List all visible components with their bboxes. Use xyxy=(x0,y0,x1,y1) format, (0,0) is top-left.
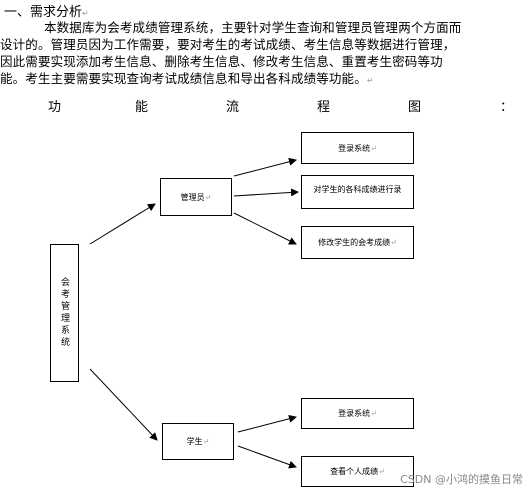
paragraph-line-4-text: 能。考生主要需要实现查询考试成绩信息和导出各科成绩等功能。 xyxy=(0,71,367,86)
paragraph-mark: ↵ xyxy=(370,143,377,153)
node-admin-modify-label: 修改学生的会考成绩 xyxy=(318,238,391,247)
node-admin-record: 对学生的各科成绩进行录 xyxy=(301,175,414,209)
flow-chart-title: 功 能 流 程 图 ： xyxy=(0,96,529,115)
paragraph-mark: ↵ xyxy=(82,9,89,18)
arrow-system-to-student xyxy=(89,368,158,441)
node-admin-login-label: 登录系统 xyxy=(338,143,371,153)
paragraph-mark: ↵ xyxy=(202,437,210,446)
node-student-login: 登录系统↵ xyxy=(301,398,414,429)
node-admin-record-label: 对学生的各科成绩进行录 xyxy=(313,185,402,194)
node-system: 会考管理系统 xyxy=(50,244,79,382)
arrow-admin-to-modify xyxy=(233,212,297,245)
arrow-student-to-view xyxy=(237,445,297,469)
arrow-admin-to-record xyxy=(233,188,299,197)
node-student-login-label: 登录系统 xyxy=(338,409,371,418)
node-admin: 管理员↵ xyxy=(160,178,232,216)
node-admin-modify: 修改学生的会考成绩↵ xyxy=(301,226,414,259)
flow-title-char-1: 功 xyxy=(48,100,62,115)
arrow-admin-to-login xyxy=(233,157,297,177)
watermark: CSDN @小鸿的摸鱼日常 xyxy=(400,473,523,486)
section-heading-text: 一、需求分析 xyxy=(4,5,83,20)
node-student-view: 查看个人成绩↵ xyxy=(301,456,414,487)
paragraph-mark: ↵ xyxy=(366,76,374,85)
node-system-label: 会考管理系统 xyxy=(59,277,69,349)
node-admin-login: 登录系统↵ xyxy=(301,132,414,164)
paragraph-line-2: 设计的。管理员因为工作需要，要对考生的考试成绩、考生信息等数据进行管理， xyxy=(0,37,456,52)
node-student: 学生↵ xyxy=(162,423,234,460)
requirements-paragraph: 本数据库为会考成绩管理系统，主要针对学生查询和管理员管理两个方面而 设计的。管理… xyxy=(0,19,517,89)
node-student-view-label: 查看个人成绩 xyxy=(330,467,379,476)
node-student-label: 学生 xyxy=(186,437,203,446)
arrow-system-to-admin xyxy=(89,203,156,245)
flow-title-char-6: ： xyxy=(500,100,514,115)
flow-title-char-3: 流 xyxy=(226,100,240,115)
node-admin-label: 管理员 xyxy=(180,192,205,202)
paragraph-line-3: 因此需要实现添加考生信息、删除考生信息、修改考生信息、重置考生密码等功 xyxy=(0,54,443,69)
paragraph-mark: ↵ xyxy=(204,192,212,202)
arrow-student-to-login xyxy=(237,414,297,433)
paragraph-line-1: 本数据库为会考成绩管理系统，主要针对学生查询和管理员管理两个方面而 xyxy=(44,20,462,35)
flow-title-char-2: 能 xyxy=(135,100,149,115)
flow-title-char-4: 程 xyxy=(317,100,331,115)
flow-title-char-5: 图 xyxy=(408,100,422,115)
paragraph-mark: ↵ xyxy=(390,238,397,247)
section-heading: 一、需求分析↵ xyxy=(4,1,89,20)
paragraph-mark: ↵ xyxy=(378,467,385,476)
paragraph-mark: ↵ xyxy=(370,409,377,418)
paragraph-line-4: 能。考生主要需要实现查询考试成绩信息和导出各科成绩等功能。↵ xyxy=(0,70,517,89)
